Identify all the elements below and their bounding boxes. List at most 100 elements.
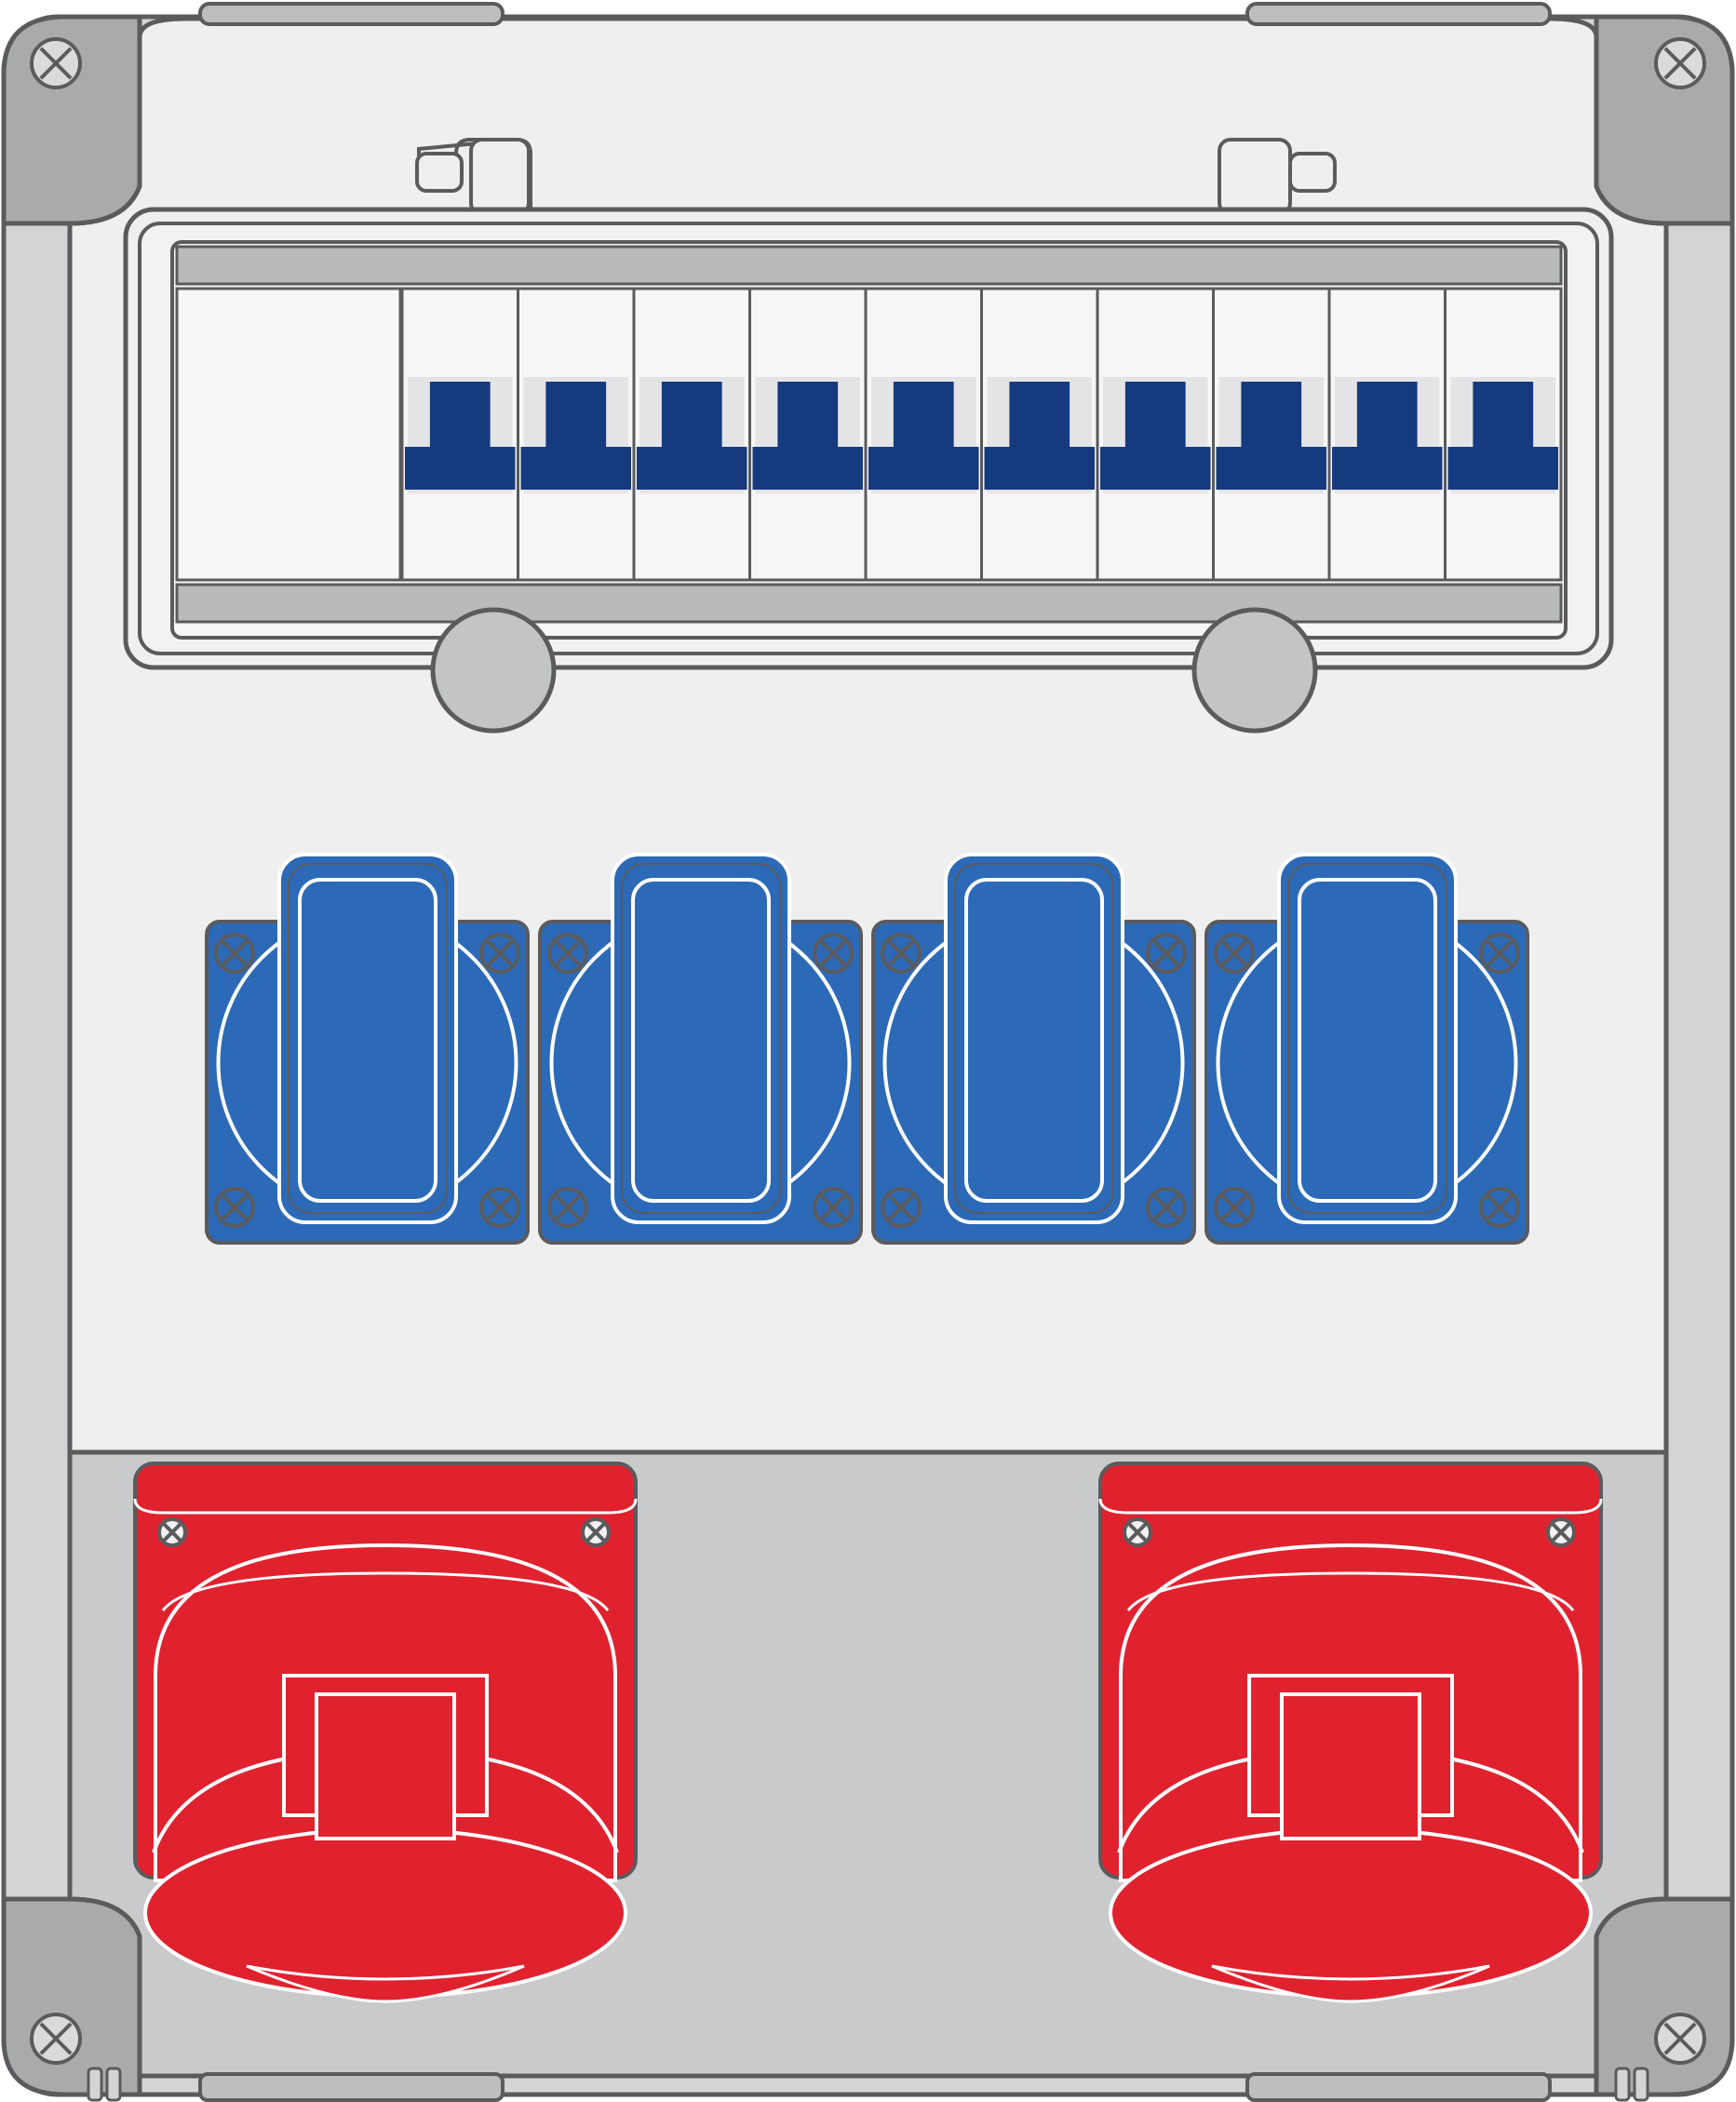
schuko-socket-4-lid-inner xyxy=(1298,878,1437,1203)
breaker-10-bar xyxy=(1447,447,1558,490)
corner-screw-bottom-right xyxy=(1654,2013,1706,2065)
cee-socket-right-screw-left-slot-b xyxy=(1127,1522,1148,1543)
corner-bracket-bottom-left xyxy=(1,1896,142,2097)
window-latch-right-tab xyxy=(1288,152,1337,193)
schuko-socket-3-screw-br-slot-b xyxy=(1153,1194,1179,1220)
breaker-6 xyxy=(980,287,1099,582)
schuko-socket-2-screw-br xyxy=(813,1187,854,1228)
breaker-9-bar xyxy=(1332,447,1443,490)
breaker-7-toggle xyxy=(1124,382,1186,447)
schuko-socket-4-screw-br-slot-b xyxy=(1487,1194,1513,1220)
schuko-socket-3-screw-tl-slot-b xyxy=(888,940,914,966)
schuko-socket-2 xyxy=(538,853,863,1245)
bottom-pin-3 xyxy=(1614,2067,1631,2102)
cee-socket-right-latch-inner xyxy=(1280,1692,1421,1840)
breaker-6-toggle xyxy=(1009,382,1070,447)
window-latch-left-tab xyxy=(415,152,464,193)
corner-screw-bottom-left-slot-b xyxy=(39,2022,73,2055)
breaker-3-toggle xyxy=(661,382,722,447)
cee-socket-right-screw-right xyxy=(1546,1517,1576,1547)
breaker-10 xyxy=(1444,287,1563,582)
breaker-8-bar xyxy=(1216,447,1326,490)
schuko-socket-2-screw-br-slot-b xyxy=(820,1194,846,1220)
bottom-pin-1 xyxy=(87,2067,103,2102)
window-latch-right-post xyxy=(1218,138,1292,216)
corner-bracket-bottom-right xyxy=(1594,1896,1735,2097)
schuko-socket-2-lid-inner xyxy=(631,878,771,1203)
breaker-3-bar xyxy=(637,447,747,490)
bottom-pin-2 xyxy=(105,2067,122,2102)
schuko-socket-1-screw-br xyxy=(479,1187,520,1228)
corner-screw-bottom-left xyxy=(30,2013,82,2065)
breaker-2-toggle xyxy=(545,382,607,447)
breaker-7-bar xyxy=(1100,447,1211,490)
cee-socket-right-housing-rim xyxy=(1126,1571,1575,1611)
schuko-socket-3-screw-bl-slot-b xyxy=(888,1194,914,1220)
schuko-socket-1-screw-br-slot-b xyxy=(487,1194,513,1220)
schuko-socket-4-screw-br xyxy=(1479,1187,1520,1228)
corner-screw-top-right xyxy=(1654,37,1706,89)
window-latch-left-post xyxy=(469,138,531,216)
schuko-socket-1-screw-tl xyxy=(214,933,255,974)
top-hinge-left xyxy=(198,2,505,26)
cee-socket-left-plate-edge xyxy=(133,1498,638,1515)
corner-screw-top-left xyxy=(30,37,82,89)
schuko-socket-1-screw-bl xyxy=(214,1187,255,1228)
cee-socket-left-mouth xyxy=(143,1827,627,1999)
schuko-socket-2-screw-tl xyxy=(547,933,588,974)
cee-socket-left xyxy=(133,1462,638,2003)
schuko-socket-3-screw-tr xyxy=(1146,933,1187,974)
cee-socket-left-screw-left xyxy=(157,1517,187,1547)
schuko-socket-4 xyxy=(1204,853,1529,1245)
cee-socket-right-screw-left xyxy=(1123,1517,1152,1547)
schuko-socket-4-screw-tl-slot-b xyxy=(1221,940,1247,966)
corner-screw-top-right-slot-b xyxy=(1663,47,1697,80)
schuko-socket-3-screw-br xyxy=(1146,1187,1187,1228)
schuko-socket-4-screw-bl-slot-b xyxy=(1221,1194,1247,1220)
din-rail-bottom xyxy=(175,583,1563,624)
schuko-socket-4-screw-tr-slot-b xyxy=(1487,940,1513,966)
bottom-foot-left xyxy=(198,2072,505,2102)
cee-socket-right-mouth-lip xyxy=(1211,1964,1490,2003)
cee-socket-left-mouth-lip xyxy=(246,1964,525,2003)
schuko-socket-2-screw-tl-slot-b xyxy=(555,940,581,966)
breaker-blank-cover xyxy=(175,287,402,582)
corner-screw-bottom-right-slot-b xyxy=(1663,2022,1697,2055)
cee-socket-left-housing-rim xyxy=(161,1571,610,1611)
breaker-1-toggle xyxy=(429,382,491,447)
breaker-modules xyxy=(400,287,1563,582)
window-knob-right xyxy=(1191,607,1318,734)
schuko-socket-1-screw-tr-slot-b xyxy=(487,940,513,966)
breaker-10-toggle xyxy=(1473,382,1534,447)
breaker-9 xyxy=(1327,287,1447,582)
breaker-4-bar xyxy=(752,447,863,490)
cee-socket-left-screw-right-slot-b xyxy=(585,1522,606,1543)
breaker-5-toggle xyxy=(893,382,954,447)
schuko-socket-1-screw-bl-slot-b xyxy=(222,1194,248,1220)
breaker-1-bar xyxy=(405,447,516,490)
schuko-socket-3-screw-bl xyxy=(881,1187,922,1228)
breaker-5-bar xyxy=(868,447,979,490)
schuko-socket-1-screw-tr xyxy=(479,933,520,974)
schuko-socket-1-screw-tl-slot-b xyxy=(222,940,248,966)
breaker-3 xyxy=(632,287,751,582)
breaker-8 xyxy=(1212,287,1331,582)
cee-socket-right-screw-right-slot-b xyxy=(1551,1522,1571,1543)
schuko-socket-3-lid-inner xyxy=(964,878,1104,1203)
schuko-socket-3 xyxy=(871,853,1196,1245)
breaker-6-bar xyxy=(984,447,1095,490)
breaker-2 xyxy=(517,287,636,582)
window-knob-left xyxy=(430,607,557,734)
breaker-4-toggle xyxy=(777,382,839,447)
breaker-2-bar xyxy=(520,447,631,490)
cee-socket-right xyxy=(1098,1462,1603,2003)
schuko-socket-3-screw-tr-slot-b xyxy=(1153,940,1179,966)
bottom-pin-4 xyxy=(1633,2067,1649,2102)
breaker-1 xyxy=(400,287,519,582)
schuko-socket-2-screw-tr xyxy=(813,933,854,974)
breaker-window xyxy=(123,137,1614,670)
schuko-socket-4-screw-tl xyxy=(1214,933,1255,974)
cee-socket-left-screw-left-slot-b xyxy=(162,1522,182,1543)
breaker-9-toggle xyxy=(1356,382,1418,447)
